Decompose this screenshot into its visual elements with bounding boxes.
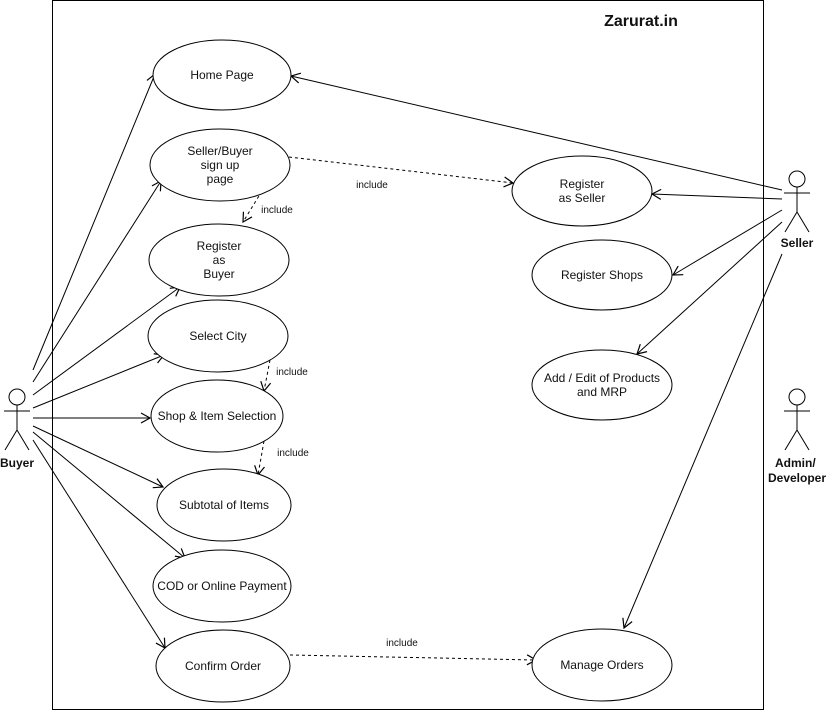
buyer-associations <box>32 72 186 650</box>
use-case-label-line: Seller/Buyer <box>187 144 252 158</box>
buyer-to-confirm-order <box>32 439 166 650</box>
use-case-label-line: Shop & Item Selection <box>158 409 277 423</box>
seller-head-icon <box>788 170 806 188</box>
use-case-label-line: Select City <box>189 329 246 343</box>
include-signup-to-register-seller <box>288 156 515 188</box>
use-case-label-line: Home Page <box>190 68 254 82</box>
buyer-to-select-city <box>32 353 166 409</box>
include-label-shop-subtotal: include <box>277 448 309 459</box>
svg-text:Subtotal of Items: Subtotal of Items <box>179 498 269 512</box>
use-case-label-line: sign up <box>201 158 240 172</box>
include-city-to-shop <box>260 359 272 393</box>
use-case-payment[interactable]: COD or Online Payment <box>152 549 292 623</box>
use-case-label-line: page <box>207 172 234 186</box>
use-case-label-line: Confirm Order <box>185 659 261 673</box>
use-case-label-line: as <box>213 253 226 267</box>
system-boundary <box>52 0 764 710</box>
include-label-signup-buyer: include <box>261 205 293 216</box>
seller-to-register-seller <box>650 188 783 200</box>
actor-seller[interactable] <box>784 170 810 233</box>
use-case-manage-orders[interactable]: Manage Orders <box>531 628 673 702</box>
buyer-to-register-buyer <box>32 286 181 396</box>
buyer-to-payment <box>32 431 186 559</box>
include-signup-to-register-buyer <box>242 190 263 224</box>
svg-text:Confirm Order: Confirm Order <box>185 659 261 673</box>
svg-text:Select City: Select City <box>189 329 246 343</box>
actor-seller-label: Seller <box>781 236 814 250</box>
include-relations <box>242 156 538 666</box>
seller-to-add-edit-products <box>636 221 783 355</box>
seller-to-register-shops <box>671 209 783 276</box>
use-case-label-line: Add / Edit of Products <box>544 371 660 385</box>
use-case-label-line: Register <box>560 177 605 191</box>
actor-buyer-label: Buyer <box>0 456 34 470</box>
svg-text:Manage Orders: Manage Orders <box>560 658 643 672</box>
include-shop-to-subtotal <box>254 440 265 477</box>
include-confirm-to-manage <box>289 654 538 666</box>
use-case-select-city[interactable]: Select City <box>147 299 289 373</box>
use-case-register-shops[interactable]: Register Shops <box>531 239 673 311</box>
use-case-label-line: Manage Orders <box>560 658 643 672</box>
use-case-label-line: Register <box>197 239 242 253</box>
svg-text:Home Page: Home Page <box>190 68 254 82</box>
use-case-label-line: and MRP <box>577 385 627 399</box>
actor-admin-label: Admin/ Developer <box>768 456 826 485</box>
use-case-label-line: as Seller <box>559 191 606 205</box>
actor-buyer[interactable] <box>4 388 30 451</box>
use-case-label-line: Subtotal of Items <box>179 498 269 512</box>
seller-to-manage-orders <box>622 253 783 630</box>
buyer-to-subtotal <box>32 425 165 489</box>
include-label-city-shop: include <box>276 367 308 378</box>
svg-text:Register Shops: Register Shops <box>561 268 643 282</box>
include-label-confirm-manage: include <box>386 638 418 649</box>
svg-text:Shop & Item Selection: Shop & Item Selection <box>158 409 277 423</box>
use-case-shop-item-selection[interactable]: Shop & Item Selection <box>150 379 284 453</box>
buyer-to-signup-page <box>32 179 162 383</box>
seller-to-home-page <box>289 72 783 191</box>
actor-admin[interactable] <box>784 388 810 451</box>
svg-text:COD or Online Payment: COD or Online Payment <box>157 579 287 593</box>
system-title: Zarurat.in <box>604 13 678 30</box>
use-case-label-line: Register Shops <box>561 268 643 282</box>
include-label-signup-seller: include <box>356 180 388 191</box>
use-case-subtotal-items[interactable]: Subtotal of Items <box>156 468 292 542</box>
use-case-label-line: COD or Online Payment <box>157 579 287 593</box>
buyer-head-icon <box>8 388 26 406</box>
seller-associations <box>289 72 783 630</box>
use-case-confirm-order[interactable]: Confirm Order <box>155 629 291 703</box>
use-case-label-line: Buyer <box>203 267 234 281</box>
admin-head-icon <box>788 388 806 406</box>
buyer-to-home-page <box>32 72 157 371</box>
use-case-home-page[interactable]: Home Page <box>152 39 292 111</box>
